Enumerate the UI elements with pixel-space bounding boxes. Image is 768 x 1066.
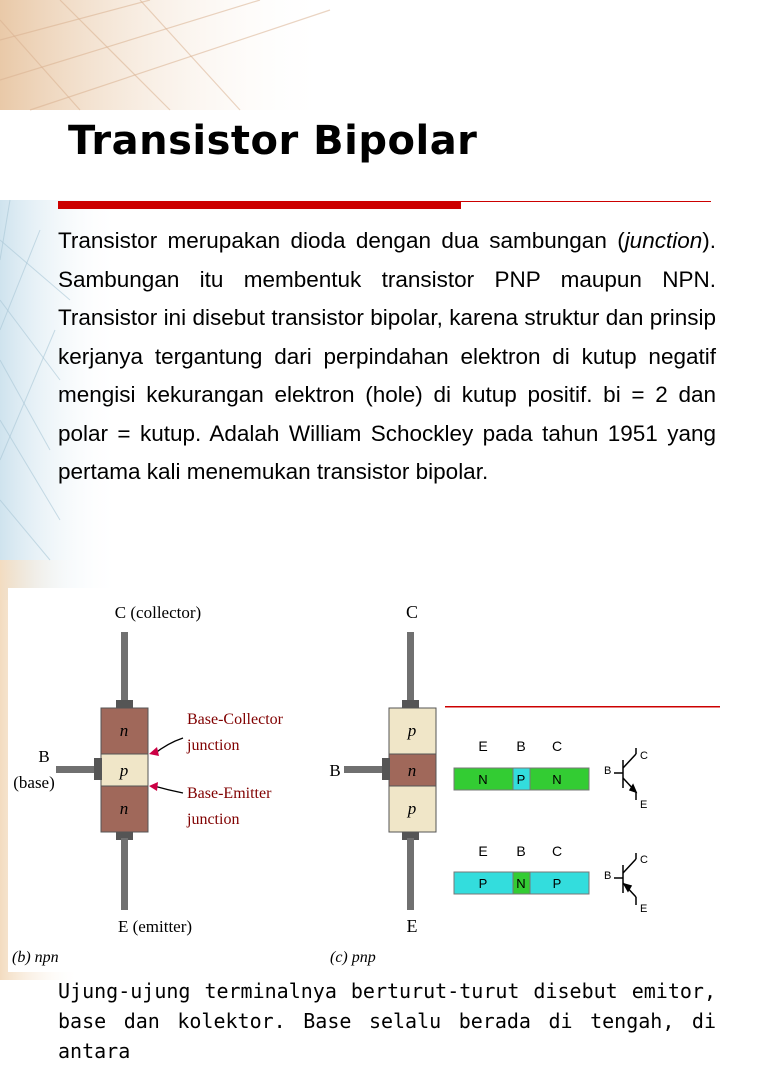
diagram-backdrop xyxy=(8,588,440,972)
npn-base-contact xyxy=(94,758,102,780)
npn-emitter-contact xyxy=(116,832,133,840)
npn-layer-emitter xyxy=(100,785,149,833)
title-underline-thick xyxy=(58,201,461,209)
npn-base-lead xyxy=(56,766,96,773)
npn-base-letter: B xyxy=(38,747,49,766)
pnp-layer-label-3: p xyxy=(407,799,417,818)
npn-layer-label-1: n xyxy=(120,721,129,740)
body-paragraph: Transistor merupakan dioda dengan dua sa… xyxy=(58,222,716,492)
pnp-emitter-contact xyxy=(402,832,419,840)
slide-title: Transistor Bipolar xyxy=(68,118,478,164)
npn-bc-label-1: Base-Collector xyxy=(187,711,284,728)
npn-bar-segment-collector xyxy=(529,767,590,791)
pnp-collector-label: C xyxy=(406,602,418,622)
npn-collector-label: C (collector) xyxy=(115,603,201,622)
paragraph-text-1: Transistor merupakan dioda dengan dua sa… xyxy=(58,228,625,253)
npn-transistor-symbol-icon xyxy=(614,748,638,800)
bottom-paragraph: Ujung-ujung terminalnya berturut-turut d… xyxy=(58,979,716,1063)
pnp-bar-header-c: C xyxy=(552,843,562,859)
pnp-structure: C p n p B E (c) pnp xyxy=(329,602,437,966)
pnp-symbol-b: B xyxy=(604,870,611,882)
npn-symbol-c: C xyxy=(640,750,648,762)
npn-bc-label-2: junction xyxy=(186,737,239,754)
npn-bar-label-1: N xyxy=(478,772,487,787)
npn-collector-contact xyxy=(116,700,133,708)
paragraph-text-2: ). Sambungan itu membentuk transistor PN… xyxy=(58,228,716,484)
pnp-layer-base xyxy=(388,753,437,787)
npn-bc-arrow-head xyxy=(149,747,159,756)
pnp-bar-label-1: P xyxy=(479,876,488,891)
pnp-bar-header-b: B xyxy=(516,843,525,859)
npn-bar-label-2: P xyxy=(517,772,526,787)
pnp-base-contact xyxy=(382,758,390,780)
npn-be-label-2: junction xyxy=(186,811,239,828)
npn-layer-collector xyxy=(100,707,149,755)
pnp-collector-contact xyxy=(402,700,419,708)
npn-symbol-e: E xyxy=(640,799,647,811)
pnp-bar-label-3: P xyxy=(553,876,562,891)
npn-be-label-1: Base-Emitter xyxy=(187,785,272,802)
pnp-emitter-lead xyxy=(407,838,414,910)
pnp-base-letter: B xyxy=(329,761,340,780)
pnp-transistor-symbol-icon xyxy=(614,853,637,905)
npn-bar-label-3: N xyxy=(552,772,561,787)
pnp-bar-label-2: N xyxy=(516,876,525,891)
schematic-separator-line xyxy=(445,706,720,708)
npn-bar-header-b: B xyxy=(516,738,525,754)
pnp-emitter-label: E xyxy=(407,916,418,936)
npn-bar-header-c: C xyxy=(552,738,562,754)
transistor-diagram: C (collector) n p n B (base) E (emitter)… xyxy=(8,588,720,972)
npn-layer-label-2: p xyxy=(119,761,129,780)
pnp-collector-lead xyxy=(407,632,414,704)
pnp-caption: (c) pnp xyxy=(330,949,376,966)
npn-layer-base xyxy=(100,753,149,787)
npn-layer-label-3: n xyxy=(120,799,129,818)
npn-symbol-b: B xyxy=(604,765,611,777)
npn-caption: (b) npn xyxy=(12,949,59,966)
npn-base-word: (base) xyxy=(13,773,55,792)
npn-bar-schematic: E B C N P N xyxy=(453,738,590,791)
title-underline-thin xyxy=(461,201,711,202)
pnp-base-lead xyxy=(344,766,384,773)
pnp-bar-segment-collector xyxy=(529,871,590,895)
pnp-bar-header-e: E xyxy=(478,843,487,859)
npn-emitter-label: E (emitter) xyxy=(118,917,192,936)
pnp-layer-collector xyxy=(388,707,437,755)
pnp-layer-emitter xyxy=(388,785,437,833)
npn-structure: C (collector) n p n B (base) E (emitter)… xyxy=(12,603,284,966)
paragraph-italic-term: junction xyxy=(624,228,703,253)
pnp-layer-label-2: n xyxy=(408,761,417,780)
pnp-symbol-e: E xyxy=(640,903,647,915)
pnp-layer-label-1: p xyxy=(407,721,417,740)
pnp-bar-schematic: E B C P N P xyxy=(453,843,590,895)
npn-emitter-lead xyxy=(121,838,128,910)
npn-be-arrow-head xyxy=(149,782,158,791)
pnp-symbol-c: C xyxy=(640,854,648,866)
npn-collector-lead xyxy=(121,632,128,704)
npn-bar-header-e: E xyxy=(478,738,487,754)
